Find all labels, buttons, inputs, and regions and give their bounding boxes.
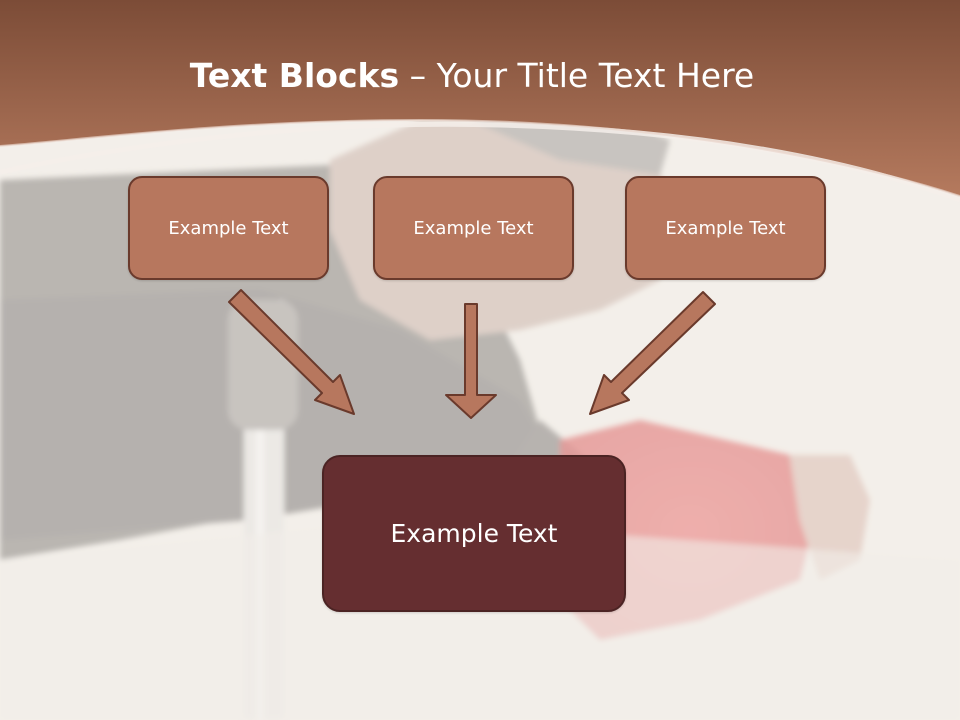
slide-title: Text Blocks – Your Title Text Here — [0, 56, 944, 95]
arrow-down-left-icon — [589, 291, 716, 415]
text-block-2[interactable]: Example Text — [373, 176, 574, 280]
title-bold: Text Blocks — [189, 56, 400, 95]
title-dash: – — [399, 56, 437, 95]
arrow-down-right-icon — [228, 289, 355, 415]
arrow-down-icon — [445, 303, 497, 419]
target-text-block-label: Example Text — [390, 519, 558, 548]
title-rest: Your Title Text Here — [436, 56, 755, 95]
text-block-3-label: Example Text — [665, 217, 786, 239]
text-block-1-label: Example Text — [168, 217, 289, 239]
text-block-2-label: Example Text — [413, 217, 534, 239]
text-block-3[interactable]: Example Text — [625, 176, 826, 280]
text-block-1[interactable]: Example Text — [128, 176, 329, 280]
target-text-block[interactable]: Example Text — [322, 455, 626, 612]
